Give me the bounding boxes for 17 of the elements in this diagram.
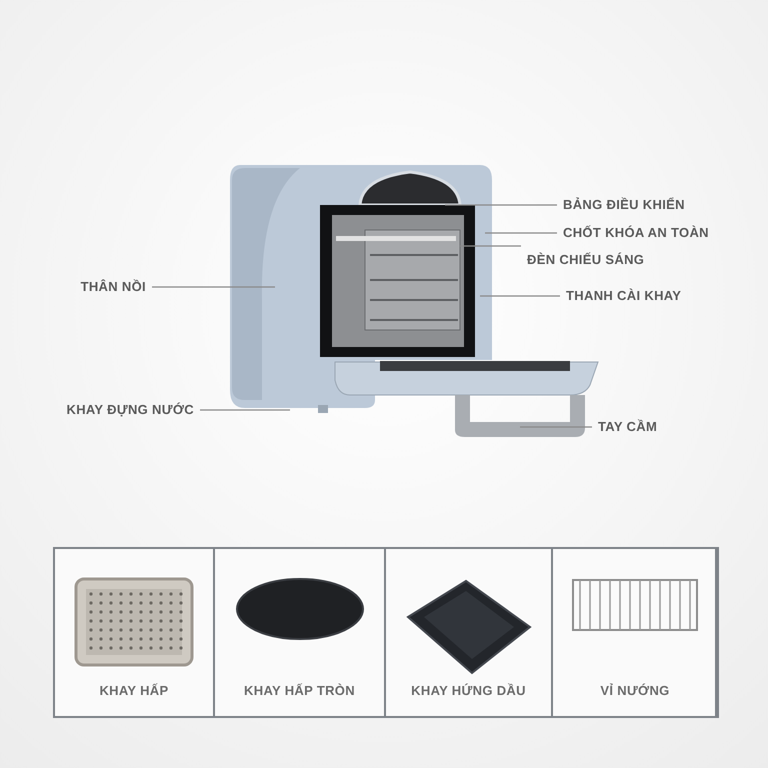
part-label: THANH CÀI KHAY <box>566 289 736 302</box>
accessory-name: KHAY HỨNG DẦU <box>411 682 526 700</box>
part-label: ĐÈN CHIẾU SÁNG <box>527 253 687 266</box>
accessory-name: VỈ NƯỚNG <box>600 682 670 700</box>
leader-line <box>152 286 275 288</box>
part-label: CHỐT KHÓA AN TOÀN <box>563 226 758 239</box>
leader-line <box>480 295 560 297</box>
accessory-name: KHAY HẤP <box>99 682 169 700</box>
leader-line <box>445 204 557 206</box>
part-label: BẢNG ĐIỀU KHIỂN <box>563 198 743 211</box>
accessory-name: KHAY HẤP TRÒN <box>244 682 355 700</box>
part-label: TAY CẦM <box>598 420 718 433</box>
leader-line <box>200 409 290 411</box>
leader-line <box>485 232 557 234</box>
leader-line <box>460 245 521 247</box>
part-label: KHAY ĐỰNG NƯỚC <box>20 403 194 416</box>
part-label: THÂN NỒI <box>20 280 146 293</box>
